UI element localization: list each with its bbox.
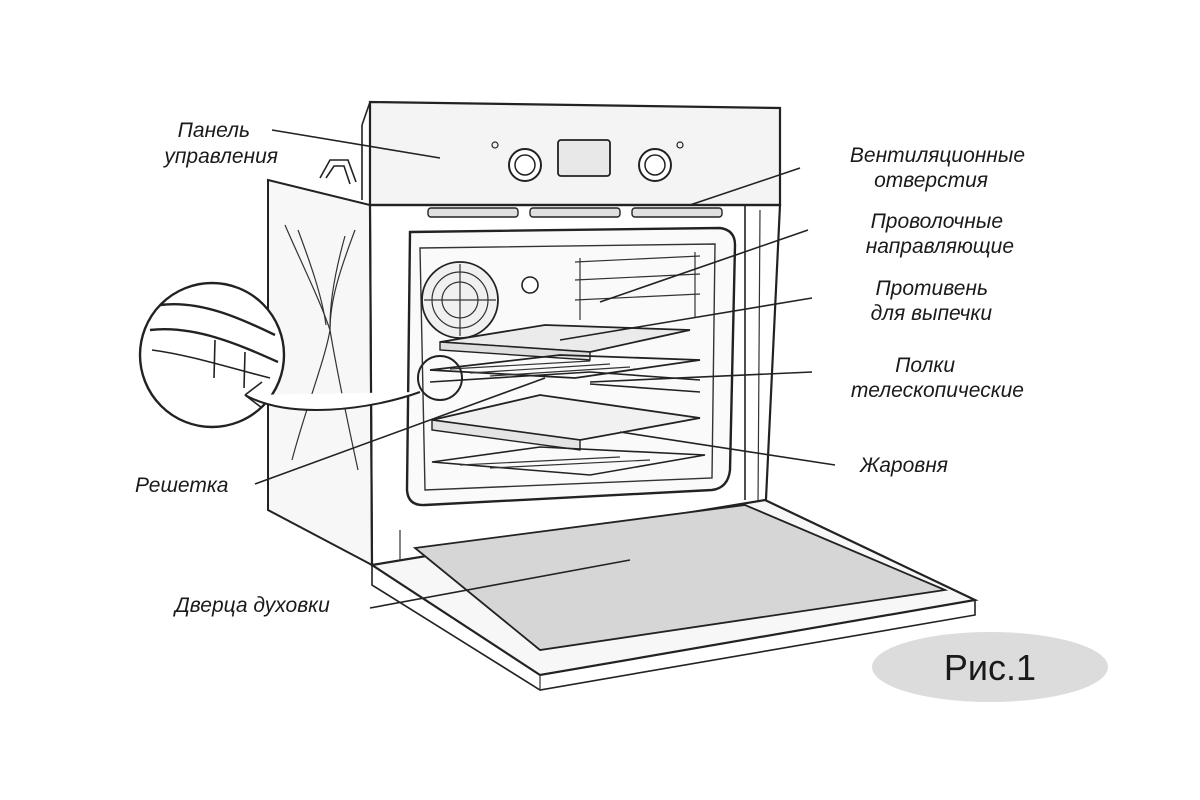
svg-text:телескопические: телескопические <box>851 379 1024 402</box>
display-window <box>557 139 611 177</box>
svg-text:отверстия: отверстия <box>874 169 988 192</box>
lower-rack <box>431 446 706 476</box>
vent-openings <box>427 207 723 218</box>
control-panel <box>361 100 782 207</box>
svg-text:управления: управления <box>162 145 278 168</box>
roasting-pan <box>431 394 701 451</box>
callout-wire-guides: Проволочные направляющие <box>866 210 1014 258</box>
svg-text:Решетка: Решетка <box>135 474 228 497</box>
svg-text:Вентиляционные: Вентиляционные <box>850 144 1025 167</box>
svg-text:Противень: Противень <box>875 277 988 300</box>
left-knob[interactable] <box>508 148 542 182</box>
svg-text:Полки: Полки <box>895 354 955 377</box>
svg-text:Дверца духовки: Дверца духовки <box>173 594 330 617</box>
fan-cover <box>421 261 499 339</box>
callout-oven-door: Дверца духовки <box>173 594 330 617</box>
callout-wire-rack: Решетка <box>135 474 228 497</box>
figure-badge-label: Рис.1 <box>944 647 1036 688</box>
callout-roasting-pan: Жаровня <box>859 454 948 477</box>
callout-telescopic-shelves: Полки телескопические <box>851 354 1024 402</box>
svg-text:Панель: Панель <box>178 119 250 142</box>
magnified-detail <box>138 281 421 429</box>
svg-text:Проволочные: Проволочные <box>871 210 1003 233</box>
oven-lamp <box>521 276 539 294</box>
svg-text:для выпечки: для выпечки <box>871 302 993 325</box>
right-knob[interactable] <box>638 148 672 182</box>
callout-baking-tray: Противень для выпечки <box>871 277 993 325</box>
oven-cavity <box>405 226 737 507</box>
leader-lines <box>254 129 836 609</box>
svg-text:направляющие: направляющие <box>866 235 1014 258</box>
callout-control-panel: Панель управления <box>162 119 278 168</box>
svg-text:Жаровня: Жаровня <box>859 454 948 477</box>
figure-badge: Рис.1 <box>872 632 1108 702</box>
callout-vents: Вентиляционные отверстия <box>850 144 1025 192</box>
oven-door[interactable] <box>369 498 979 691</box>
